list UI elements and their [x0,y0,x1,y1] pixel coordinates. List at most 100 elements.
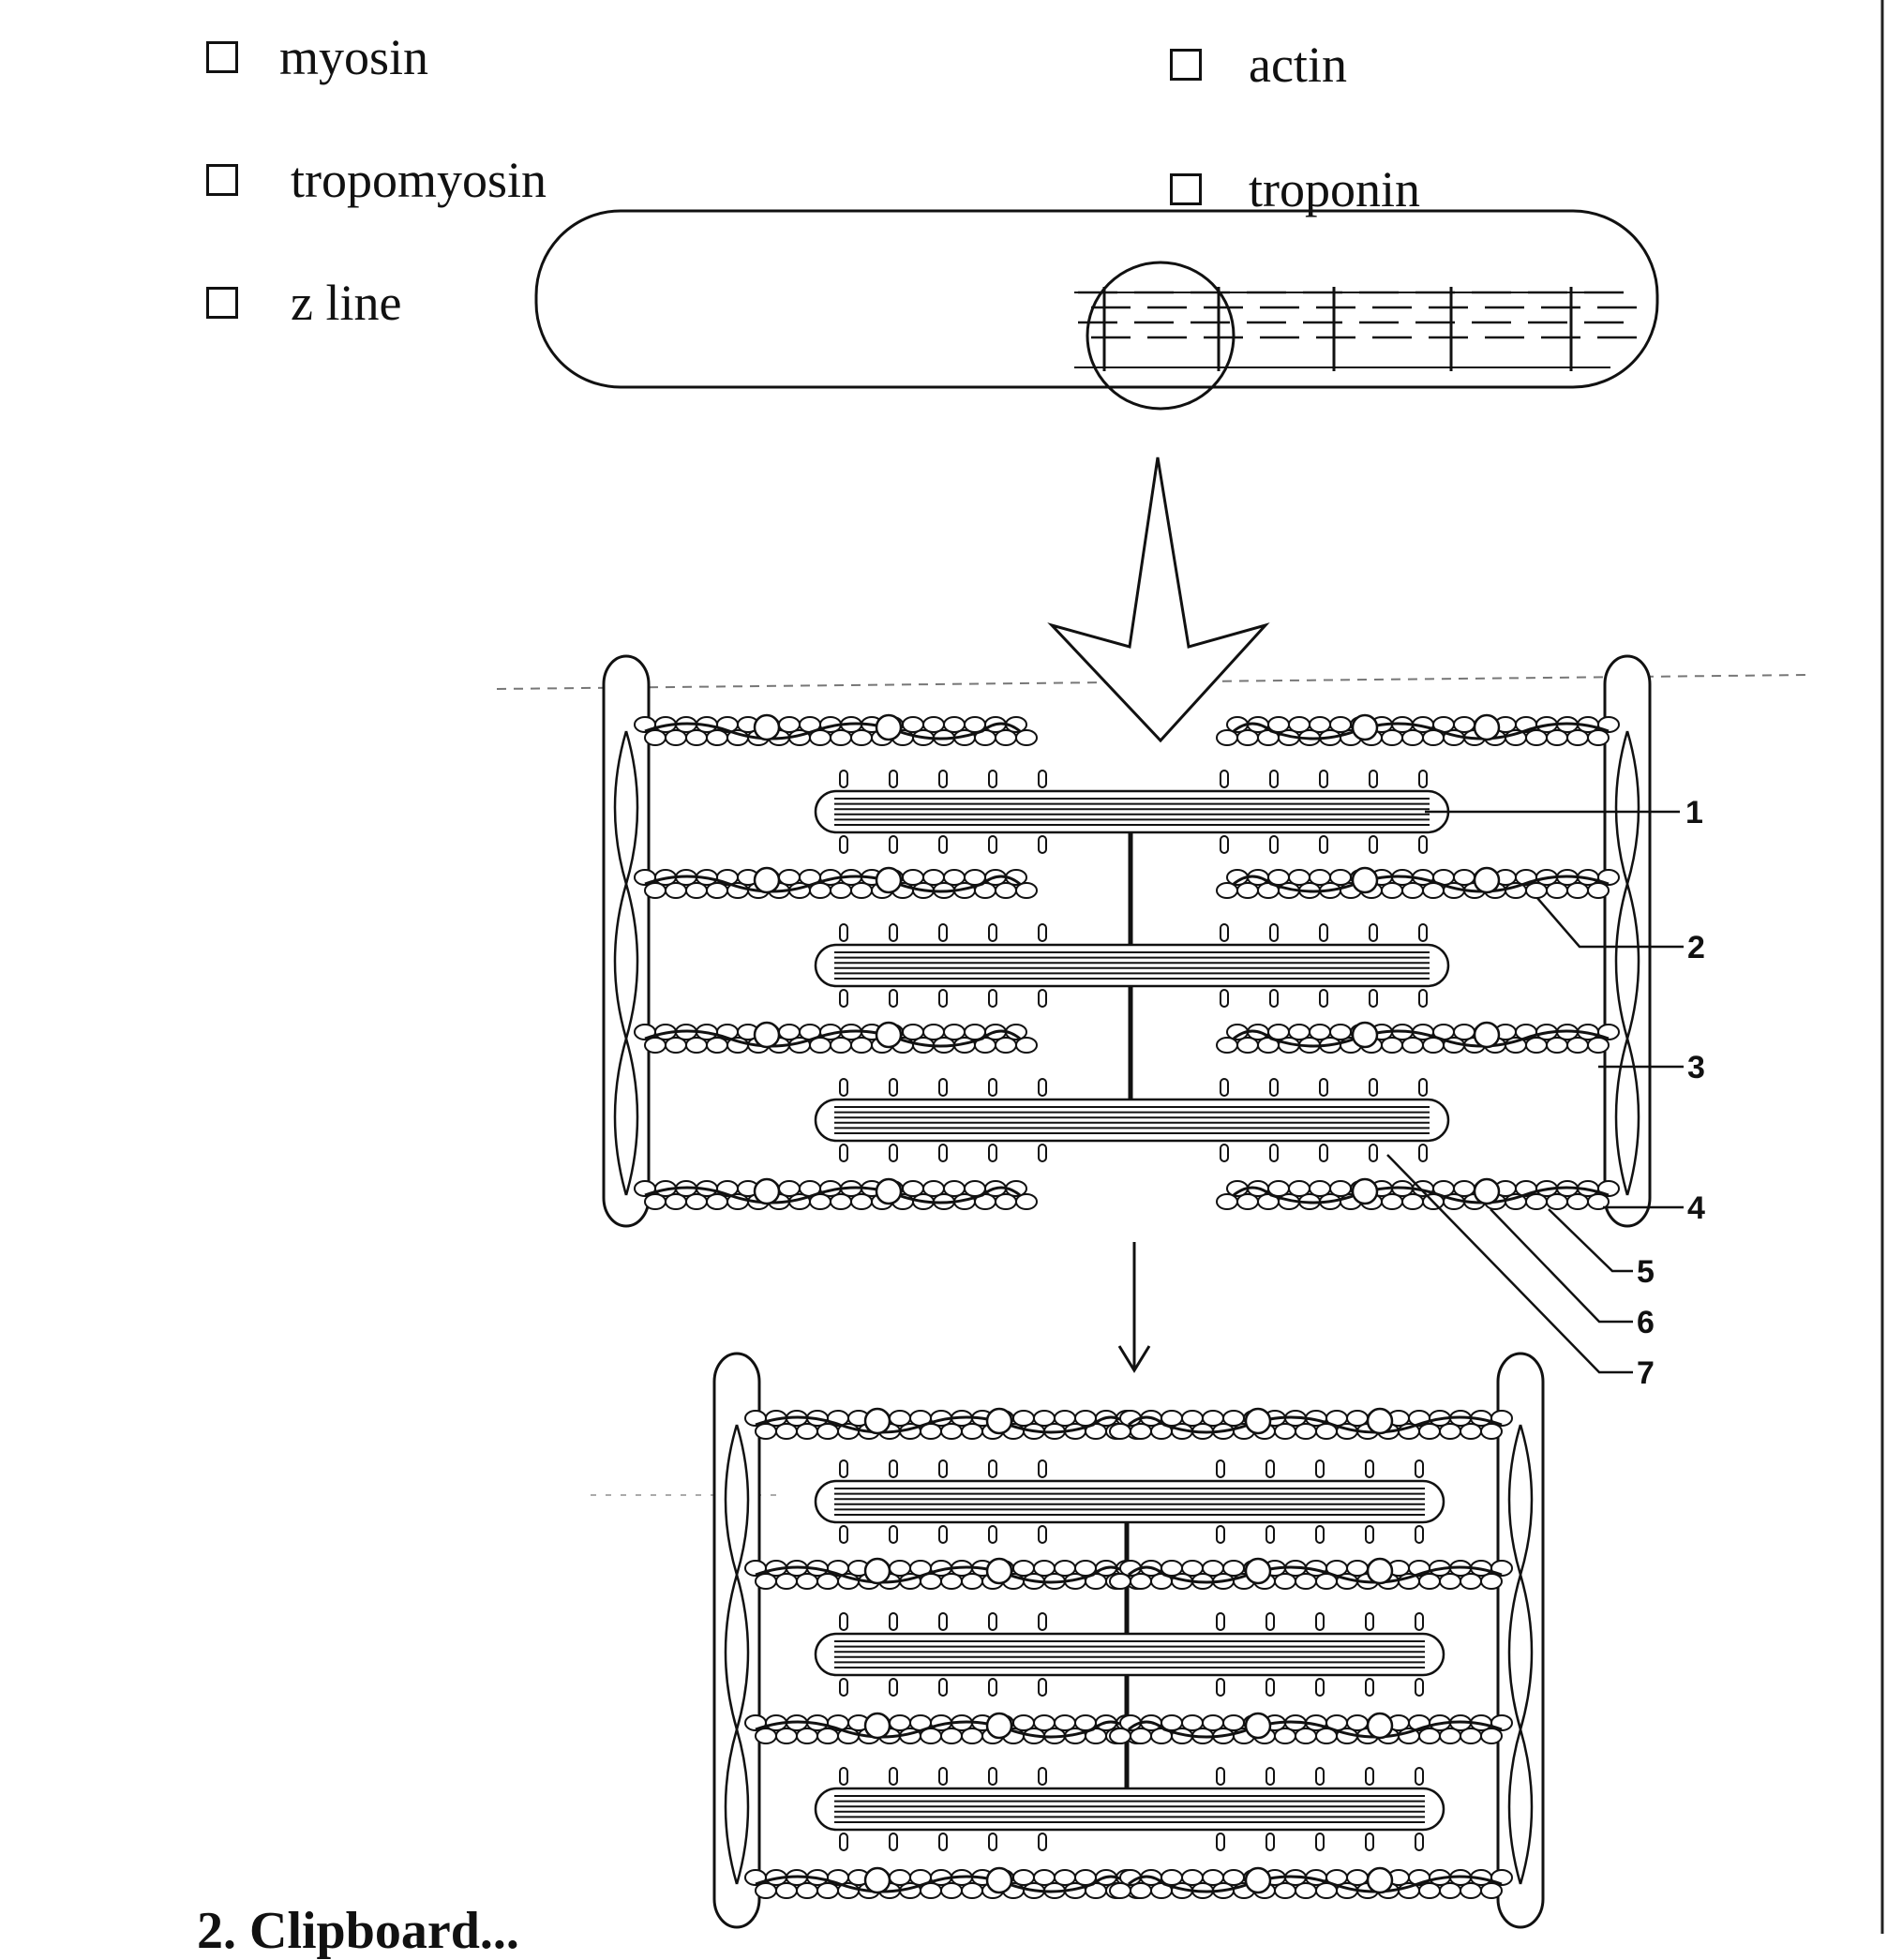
troponin-complex [1473,1021,1501,1049]
troponin-complex [875,866,903,894]
troponin-complex [1366,1407,1394,1435]
myosin-head [1038,1678,1047,1697]
myosin-head [1038,1459,1047,1478]
z-disc-left-connector [724,1424,739,1885]
thick-filament-2 [814,1078,1450,1162]
tropomyosin-strand [1128,1875,1503,1893]
sarcomere-contracted [712,1352,1545,1929]
checkbox-row-troponin[interactable]: troponin [1170,164,1420,215]
thick-filament-outline [814,1787,1445,1832]
myosin-head [1365,1525,1374,1544]
actin-bead [1109,1573,1131,1590]
myosin-head [1220,923,1229,942]
troponin-checkbox[interactable] [1170,173,1202,205]
troponin-complex [1473,866,1501,894]
myosin-head [1265,1525,1275,1544]
myosin-head [1365,1678,1374,1697]
myosin-head [1216,1459,1225,1478]
z-disc-left-connector [624,730,639,1196]
myosin-head [1265,1612,1275,1631]
myosin-head [1315,1833,1325,1851]
checkbox-row-myosin[interactable]: myosin [206,32,428,82]
myosin-head [988,1144,997,1162]
z-line-label: z line [291,275,402,331]
myosin-checkbox[interactable] [206,41,238,73]
magnify-circle [1086,261,1236,411]
myosin-head [1038,989,1047,1008]
thin-filament-left-1 [634,866,1038,899]
troponin-complex [863,1557,891,1585]
tropomyosin-strand [755,1875,1130,1893]
myosin-head [1038,1612,1047,1631]
myosin-head [1269,1078,1279,1097]
actin-bead [1216,882,1238,899]
myosin-head [1038,1767,1047,1786]
myosin-head [1315,1767,1325,1786]
myosin-head [1220,835,1229,854]
checkbox-row-tropomyosin[interactable]: tropomyosin [206,155,547,205]
myosin-head [889,835,898,854]
myosin-head [839,770,848,788]
z-line-checkbox[interactable] [206,287,238,319]
troponin-complex [863,1866,891,1894]
troponin-complex [875,1021,903,1049]
checkbox-row-actin[interactable]: actin [1170,39,1347,90]
thin-filament-left-0 [634,713,1038,746]
troponin-complex [985,1557,1013,1585]
myosin-head [1038,835,1047,854]
actin-checkbox[interactable] [1170,49,1202,81]
thick-filament-0 [814,1459,1445,1544]
myosin-head [889,1833,898,1851]
myosin-head [1415,1767,1424,1786]
myosin-head [889,1144,898,1162]
myosin-head [1220,1144,1229,1162]
callout-4: 4 [1687,1190,1705,1226]
z-disc-left-connector [613,730,628,1196]
thin-filament-right-0 [1109,1407,1513,1440]
z-disc-right-connector [1507,1424,1522,1885]
callout-leader-7 [1386,1154,1633,1374]
myosin-head [1415,1833,1424,1851]
troponin-complex [1244,1557,1272,1585]
myosin-head [889,1459,898,1478]
actin-bead [1015,1037,1038,1054]
myosin-head [1415,1678,1424,1697]
myosin-head [988,835,997,854]
myosin-head [1315,1459,1325,1478]
myosin-head [839,1144,848,1162]
muscle-fiber [534,209,1659,411]
tropomyosin-strand [1233,875,1610,893]
callout-2: 2 [1687,930,1705,965]
troponin-complex [875,713,903,741]
myosin-head [1369,770,1378,788]
muscle-fiber-outline [534,209,1659,389]
myosin-head [1038,923,1047,942]
thick-filament-0 [814,770,1450,854]
checkbox-row-z-line[interactable]: z line [206,277,401,328]
callout-labels: 1 2 3 4 5 6 7 [1386,795,1705,1391]
myosin-head [839,1459,848,1478]
myosin-head [1369,989,1378,1008]
troponin-complex [985,1712,1013,1740]
troponin-complex [1366,1557,1394,1585]
myosin-head [938,1767,948,1786]
thin-filament-left-1 [744,1557,1148,1590]
tropomyosin-strand [1233,1029,1610,1048]
myosin-head [1365,1612,1374,1631]
actin-bead [1015,1193,1038,1210]
myosin-head [1365,1833,1374,1851]
myosin-head [839,1525,848,1544]
myosin-head [1265,1833,1275,1851]
myosin-head [839,1612,848,1631]
myosin-head [1319,835,1328,854]
troponin-complex [1366,1866,1394,1894]
myosin-head [988,1833,997,1851]
troponin-complex [1473,713,1501,741]
myosin-head [1365,1459,1374,1478]
tropomyosin-checkbox[interactable] [206,164,238,196]
myosin-head [988,1459,997,1478]
myosin-head [1415,1525,1424,1544]
actin-bead [1109,1882,1131,1899]
myosin-head [839,1767,848,1786]
myosin-head [1216,1678,1225,1697]
